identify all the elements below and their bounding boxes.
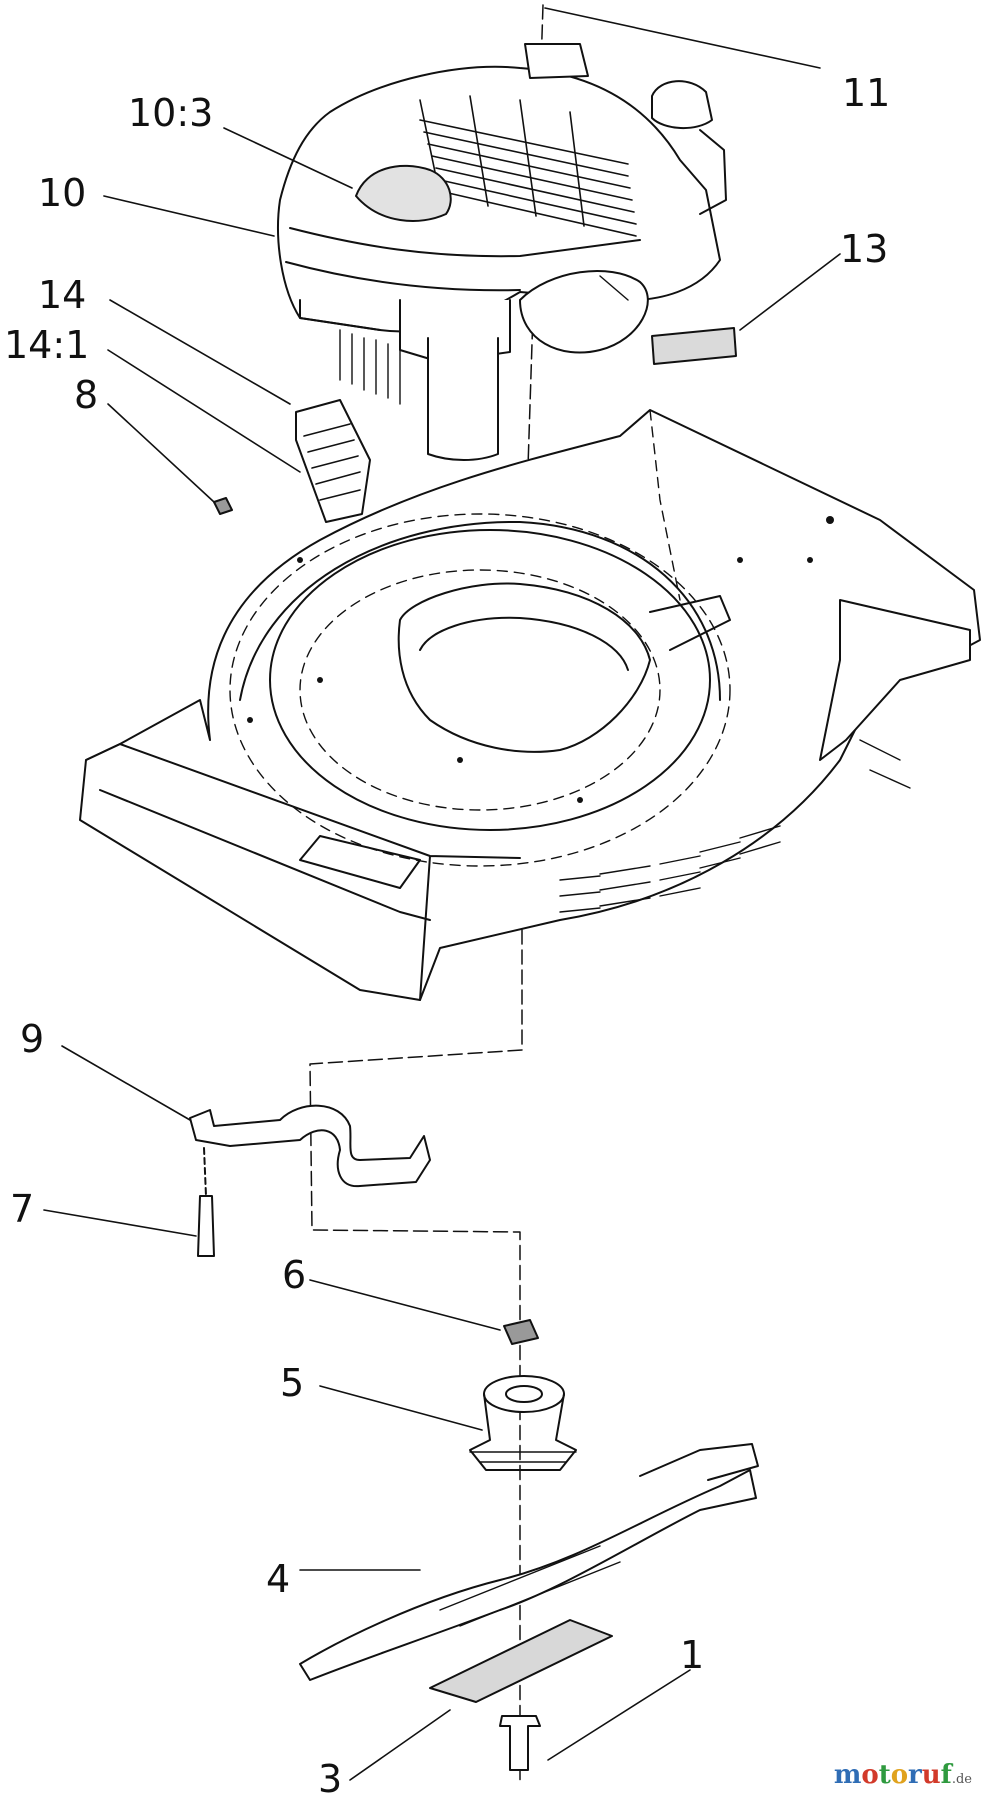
callout-14: 14	[38, 273, 87, 317]
baffle-9	[189, 1104, 431, 1188]
wm-letter: o	[861, 1760, 879, 1790]
blade-adapter-5	[469, 1375, 577, 1471]
callout-1: 1	[680, 1633, 705, 1677]
wm-letter: u	[921, 1760, 941, 1790]
callout-11: 11	[842, 71, 891, 115]
callout-8: 8	[74, 373, 99, 417]
motoruf-watermark: motoruf.de	[834, 1760, 972, 1790]
callout-9: 9	[20, 1017, 45, 1061]
callout-10: 10	[38, 171, 87, 215]
callout-7: 7	[10, 1187, 35, 1231]
fuel-cap	[651, 80, 713, 130]
callout-13: 13	[840, 227, 889, 271]
bolt-8	[213, 497, 233, 515]
callout-4: 4	[266, 1557, 291, 1601]
bolt-1	[499, 1715, 541, 1771]
wm-letter: m	[833, 1760, 862, 1790]
leader-lines	[43, 7, 841, 1781]
wm-letter: r	[908, 1760, 922, 1790]
spacer-3	[429, 1619, 613, 1703]
wm-suffix: .de	[951, 1772, 972, 1787]
callout-6: 6	[282, 1253, 307, 1297]
air-filter-cover	[355, 164, 452, 222]
spark-plug-shield	[295, 399, 371, 523]
blade-4	[299, 1443, 759, 1681]
cooling-fins	[419, 95, 637, 237]
wm-letter: t	[878, 1760, 891, 1790]
callout-10-3: 10:3	[128, 91, 214, 135]
nut-6	[503, 1319, 539, 1345]
callout-5: 5	[280, 1361, 305, 1405]
engine	[277, 43, 727, 461]
mower-deck	[79, 409, 981, 1001]
wm-letter: o	[890, 1760, 909, 1790]
wm-letter: f	[940, 1760, 952, 1790]
decal-13	[651, 327, 737, 365]
screw-7	[197, 1195, 215, 1257]
callout-14-1: 14:1	[4, 323, 90, 367]
callout-3: 3	[318, 1757, 343, 1801]
